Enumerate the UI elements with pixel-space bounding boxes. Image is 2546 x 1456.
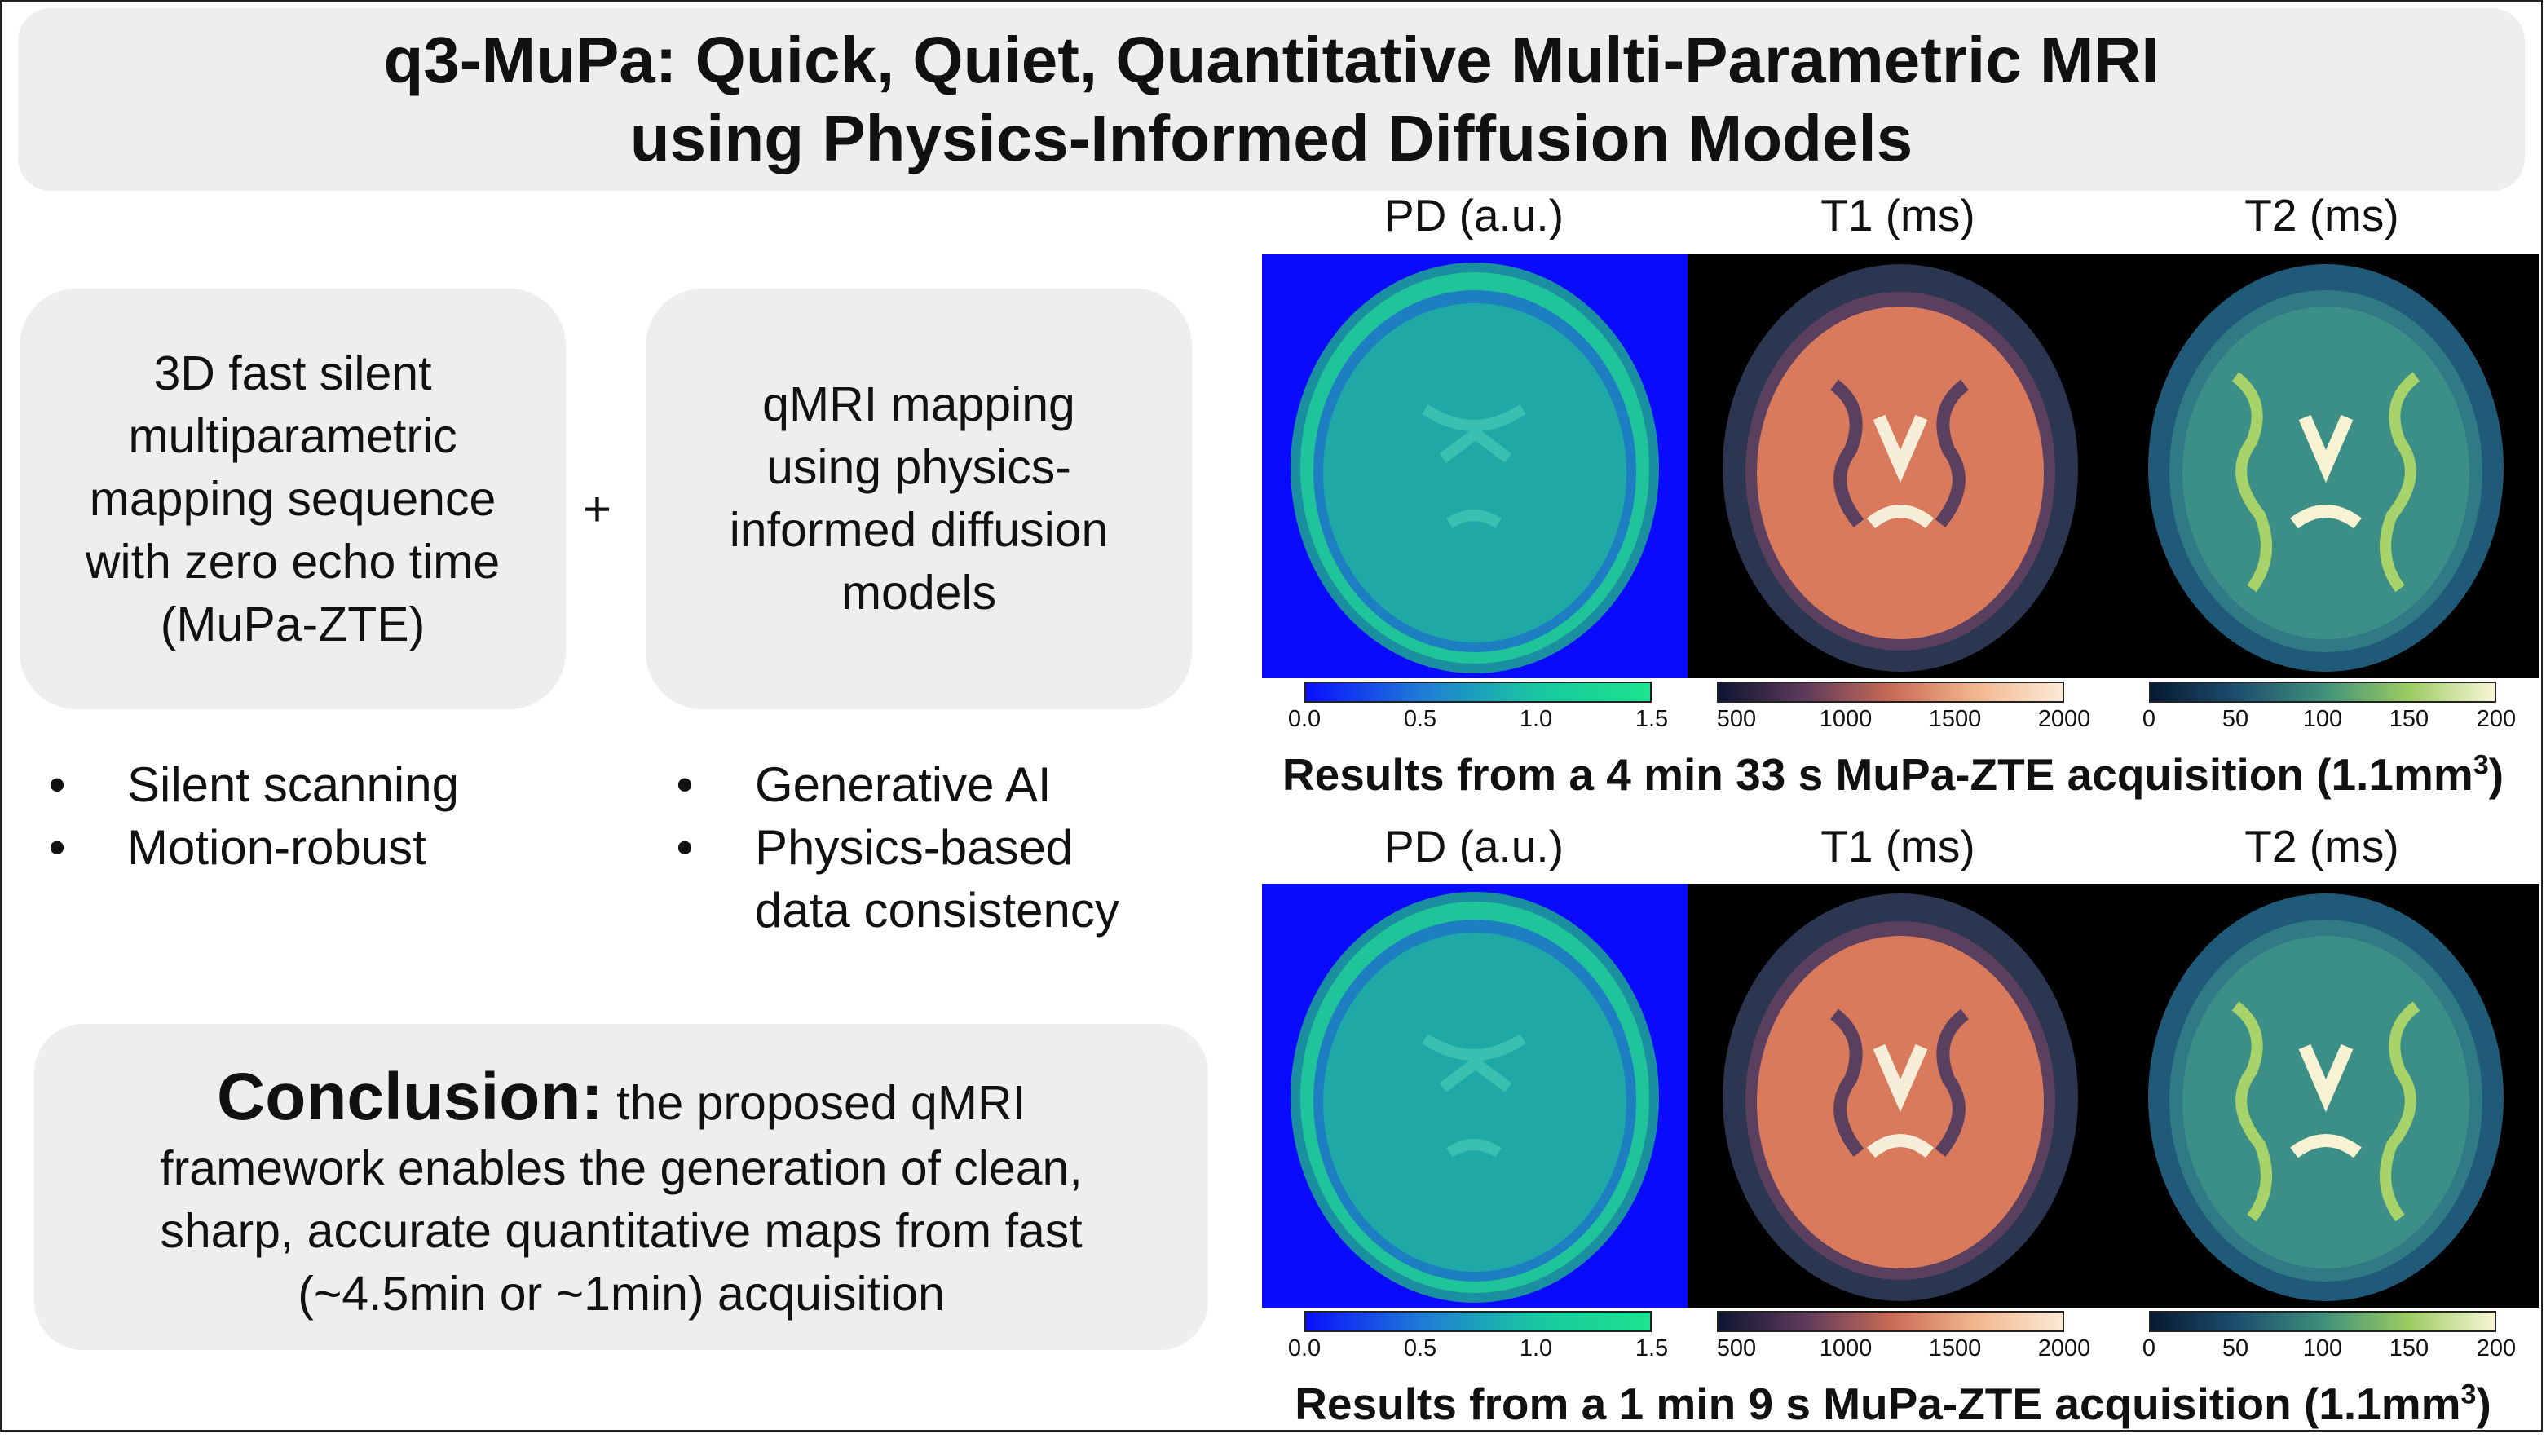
bullet-icon: • (676, 820, 694, 875)
t1-label: T1 (ms) (1820, 821, 1975, 871)
qmri-box-line: using physics- (766, 440, 1071, 494)
t1-tick-label: 1500 (1928, 1335, 1982, 1361)
t1-tick-label: 500 (1716, 706, 1757, 732)
bullet-text: Motion-robust (127, 820, 426, 875)
t1-colorbar (1717, 1311, 2064, 1332)
bullet-icon: • (48, 757, 66, 812)
t1-tick-label: 1000 (1819, 1335, 1873, 1361)
bullet-item: • Generative AI (668, 753, 1119, 816)
t1-colorbar (1717, 682, 2064, 703)
pd-tick-label: 1.0 (1519, 706, 1553, 732)
title-line-2: using Physics-Informed Diffusion Models (629, 102, 1913, 174)
caption-text: Results from a 1 min 9 s MuPa-ZTE acquis… (1295, 1379, 2461, 1429)
t2-colorbar (2149, 682, 2496, 703)
bullet-text: data consistency (755, 883, 1119, 938)
pd-tick-label: 1.0 (1519, 1335, 1553, 1361)
t2-tick-label: 50 (2222, 1335, 2249, 1361)
sequence-box-line: with zero echo time (85, 534, 501, 589)
results-caption-1: Results from a 4 min 33 s MuPa-ZTE acqui… (1265, 748, 2521, 801)
bullet-icon: • (676, 757, 694, 812)
t2-colorbar (2149, 1311, 2496, 1332)
conclusion-heading: Conclusion: (217, 1060, 603, 1134)
bullet-text: Silent scanning (127, 757, 459, 812)
qmri-box-line: informed diffusion (729, 503, 1109, 557)
bullet-item: •data consistency (668, 879, 1119, 942)
pd-tick-label: 0.5 (1403, 1335, 1437, 1361)
qmri-mapping-box: qMRI mapping using physics- informed dif… (646, 289, 1192, 709)
t2-tick-label: 150 (2389, 706, 2429, 732)
bullet-list-ai: • Generative AI • Physics-based •data cons… (668, 753, 1119, 942)
conclusion-line-1: Conclusion: the proposed qMRI (34, 1063, 1208, 1137)
qmri-box-line: models (841, 566, 997, 620)
conclusion-box: Conclusion: the proposed qMRI framework … (34, 1024, 1208, 1350)
title-banner: q3-MuPa: Quick, Quiet, Quantitative Mult… (18, 8, 2525, 191)
t1-map-image (1688, 254, 2113, 678)
t2-tick-label: 0 (2142, 1335, 2156, 1361)
t2-tick-label: 100 (2302, 706, 2343, 732)
pd-tick-label: 0.0 (1287, 706, 1322, 732)
caption-superscript: 3 (2473, 749, 2489, 781)
caption-end: ) (2476, 1379, 2491, 1429)
bullet-item: • Physics-based (668, 816, 1119, 879)
bullet-item: • Motion-robust (41, 816, 459, 879)
conclusion-line-2: framework enables the generation of clea… (160, 1141, 1083, 1195)
t1-label: T1 (ms) (1820, 190, 1975, 240)
t1-tick-label: 1000 (1819, 706, 1873, 732)
t2-tick-label: 150 (2389, 1335, 2429, 1361)
qmri-box-line: qMRI mapping (762, 377, 1075, 431)
t1-tick-label: 500 (1716, 1335, 1757, 1361)
conclusion-line-4: (~4.5min or ~1min) acquisition (298, 1267, 945, 1321)
t1-map-image (1688, 884, 2113, 1308)
pd-colorbar (1304, 1311, 1652, 1332)
pd-map-image (1262, 254, 1688, 678)
t2-tick-label: 100 (2302, 1335, 2343, 1361)
caption-superscript: 3 (2460, 1379, 2477, 1410)
sequence-box-line: (MuPa-ZTE) (160, 597, 426, 651)
bullet-list-sequence: • Silent scanning • Motion-robust (41, 753, 459, 879)
t2-map-image (2113, 884, 2539, 1308)
sequence-box-line: mapping sequence (89, 471, 496, 526)
caption-text: Results from a 4 min 33 s MuPa-ZTE acqui… (1282, 749, 2473, 800)
t2-tick-label: 0 (2142, 706, 2156, 732)
pd-label: PD (a.u.) (1383, 190, 1564, 240)
pd-map-image (1262, 884, 1688, 1308)
conclusion-line-3: sharp, accurate quantitative maps from f… (160, 1204, 1083, 1258)
t1-tick-label: 2000 (2037, 1335, 2091, 1361)
t2-tick-label: 200 (2476, 1335, 2517, 1361)
t1-tick-label: 2000 (2037, 706, 2091, 732)
pd-tick-label: 0.0 (1287, 1335, 1322, 1361)
pd-colorbar (1304, 682, 1652, 703)
pd-tick-label: 1.5 (1635, 1335, 1669, 1361)
pd-tick-label: 0.5 (1403, 706, 1437, 732)
results-caption-2: Results from a 1 min 9 s MuPa-ZTE acquis… (1265, 1378, 2521, 1430)
pd-label: PD (a.u.) (1383, 821, 1564, 871)
t2-map-image (2113, 254, 2539, 678)
sequence-box-line: 3D fast silent (153, 346, 432, 400)
conclusion-text: the proposed qMRI (602, 1076, 1026, 1130)
t2-tick-label: 200 (2476, 706, 2517, 732)
plus-sign: + (583, 482, 612, 536)
bullet-text: Generative AI (755, 757, 1052, 812)
sequence-box-line: multiparametric (128, 408, 457, 463)
title-line-1: q3-MuPa: Quick, Quiet, Quantitative Mult… (383, 24, 2160, 96)
bullet-text: Physics-based (755, 820, 1074, 875)
t2-tick-label: 50 (2222, 706, 2249, 732)
pd-tick-label: 1.5 (1635, 706, 1669, 732)
caption-end: ) (2488, 749, 2504, 800)
bullet-item: • Silent scanning (41, 753, 459, 816)
t1-tick-label: 1500 (1928, 706, 1982, 732)
sequence-box: 3D fast silent multiparametric mapping s… (20, 289, 566, 709)
t2-label: T2 (ms) (2244, 190, 2399, 240)
bullet-icon: • (48, 820, 66, 875)
t2-label: T2 (ms) (2244, 821, 2399, 871)
